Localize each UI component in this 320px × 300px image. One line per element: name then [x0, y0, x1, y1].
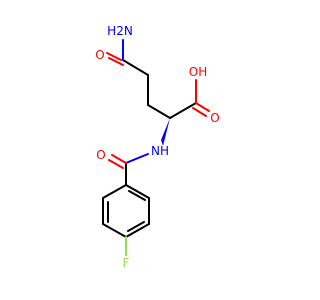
ring-bond-4: [102, 223, 127, 238]
bond-c2-c1: [169, 102, 197, 119]
bond-amideC-o-double-2: [108, 159, 124, 169]
atom-amide-oxygen: O: [95, 48, 104, 62]
bond-c5-o-double-2: [108, 57, 124, 66]
atom-benzoyl-oxygen: O: [96, 148, 105, 162]
atom-nh: NH: [151, 144, 169, 158]
atom-acid-oxygen: O: [210, 111, 219, 125]
atom-acid-hydroxyl: OH: [189, 65, 207, 79]
ring-double-bond-b: [127, 221, 145, 232]
atom-fluorine: F: [123, 256, 130, 270]
stereo-wedge-bond: [161, 118, 170, 146]
ring-bond-3: [125, 223, 150, 238]
bond-nh-amideC: [125, 153, 149, 164]
molecule-diagram: H2N O OH O NH O F: [95, 24, 219, 270]
bond-c1-o-double-1: [195, 102, 210, 112]
ring-bond-1: [125, 184, 150, 199]
bond-c1-o-double-2: [192, 107, 207, 117]
ring-bond-6: [102, 184, 127, 199]
bond-c5-c4: [122, 59, 149, 76]
bond-c3-c2: [147, 104, 171, 119]
ring-double-bond-a: [128, 190, 146, 201]
bond-c5-o-double-1: [106, 52, 122, 61]
atom-amide-nitrogen: H2N: [107, 24, 133, 38]
bond-amideC-o-double-1: [111, 154, 127, 164]
